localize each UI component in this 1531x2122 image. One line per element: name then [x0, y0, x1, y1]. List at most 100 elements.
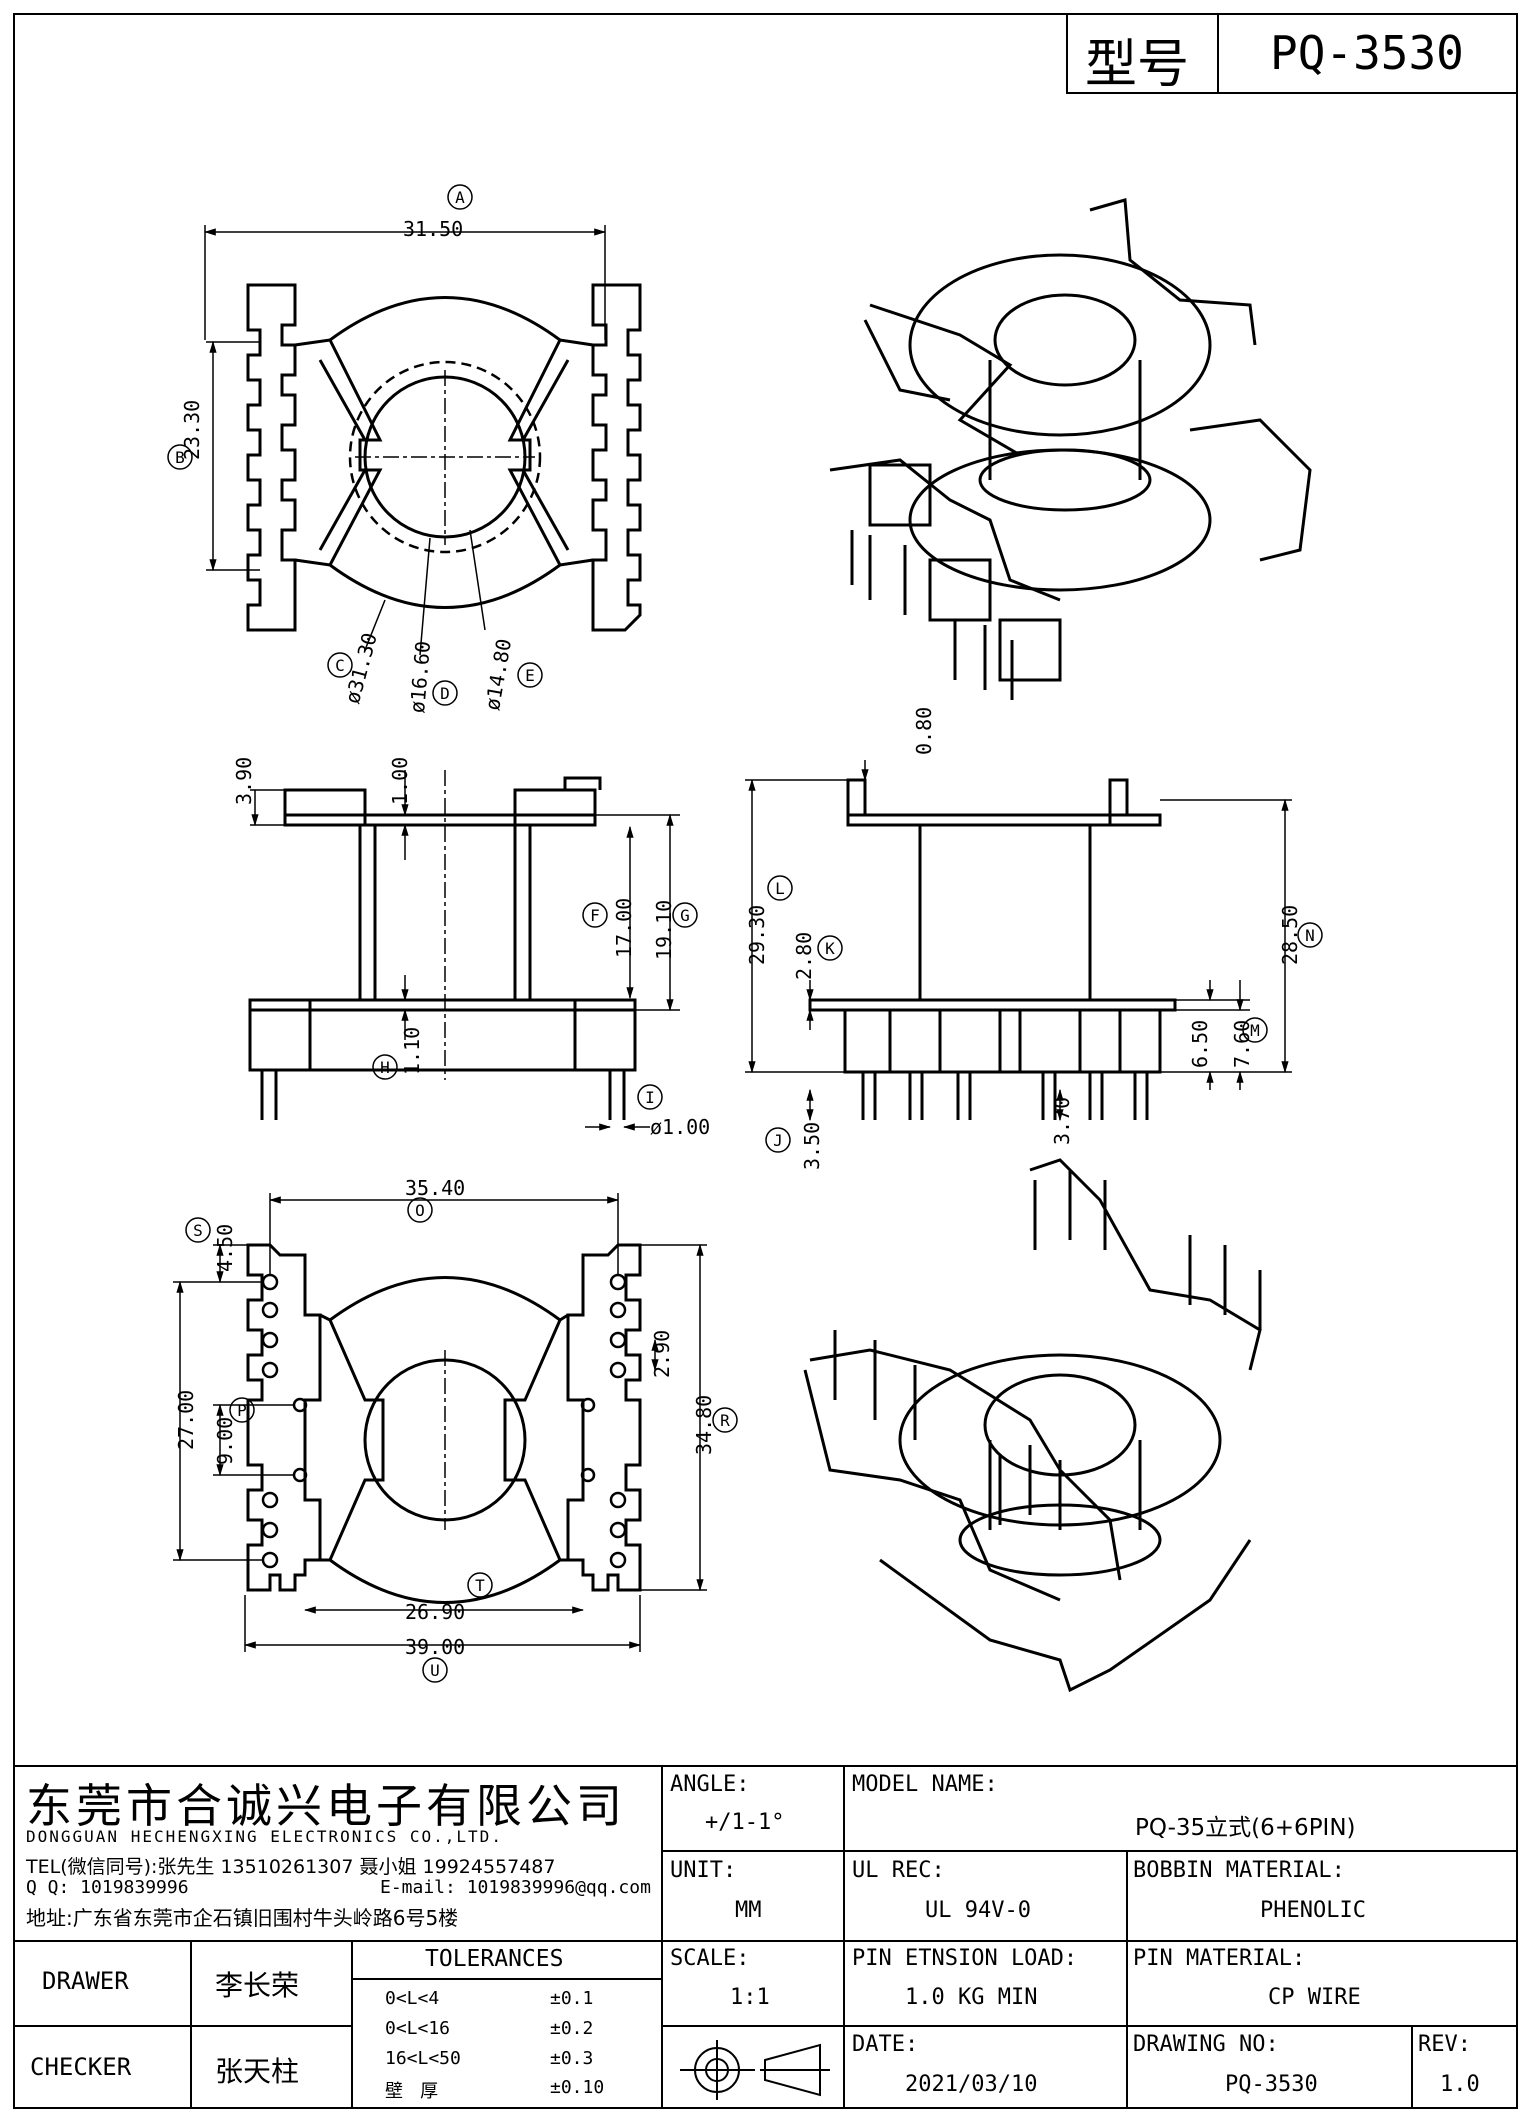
dim-letter-O: O — [415, 1201, 425, 1220]
bottom-view-dims — [173, 1193, 707, 1652]
dim-100-value: 1.00 — [388, 756, 412, 805]
dim-letter-circle-B — [167, 444, 193, 470]
dim-N-value: 28.50 — [1278, 904, 1302, 965]
company-name-en: DONGGUAN HECHENGXING ELECTRONICS CO.,LTD… — [26, 1827, 503, 1846]
dim-letter-circle-E — [517, 662, 543, 688]
front-view-dims — [745, 760, 1292, 1122]
company-qq: Q Q: 1019839996 — [26, 1877, 189, 1898]
dim-K-value: 2.80 — [792, 931, 816, 980]
date-label: DATE: — [852, 2032, 919, 2057]
unit-label: UNIT: — [670, 1858, 737, 1883]
angle-label: ANGLE: — [670, 1772, 750, 1797]
dim-letter-J: J — [773, 1131, 783, 1150]
dim-U-value: 39.00 — [405, 1635, 466, 1659]
model-header-box — [1066, 13, 1518, 94]
dim-370-value: 3.70 — [1050, 1096, 1074, 1145]
angle-value: +/1-1° — [705, 1810, 785, 1835]
pin-load-label: PIN ETNSION LOAD: — [852, 1946, 1078, 1971]
tolerance-range-2: 0<L<16 — [385, 2018, 451, 2039]
dim-letter-circle-P — [229, 1397, 255, 1423]
dim-letter-circle-O — [407, 1197, 433, 1223]
date-value: 2021/03/10 — [905, 2072, 1038, 2097]
dim-letter-D: D — [440, 684, 450, 703]
bobbin-material-value: PHENOLIC — [1260, 1898, 1366, 1923]
dim-letter-N: N — [1305, 926, 1315, 945]
dim-080-value: 0.80 — [912, 706, 936, 755]
dim-letter-B: B — [175, 448, 185, 467]
dim-290-value: 2.90 — [650, 1329, 674, 1378]
tolerance-value-1: ±0.1 — [550, 1988, 594, 2009]
dim-L-value: 29.30 — [745, 904, 769, 965]
tolerance-value-2: ±0.2 — [550, 2018, 594, 2039]
company-email: E-mail: 1019839996@qq.com — [380, 1877, 651, 1898]
dim-A-value: 31.50 — [403, 217, 464, 241]
dim-letter-circle-A — [447, 184, 473, 210]
pin-material-value: CP WIRE — [1268, 1985, 1361, 2010]
dim-letter-U: U — [430, 1661, 440, 1680]
dim-letter-circle-M — [1242, 1017, 1268, 1043]
drawing-no-label: DRAWING NO: — [1133, 2032, 1279, 2057]
tolerance-value-3: ±0.3 — [550, 2048, 594, 2069]
dim-letter-T: T — [475, 1576, 485, 1595]
dim-letter-I: I — [645, 1088, 655, 1107]
drawing-frame — [13, 13, 1518, 2109]
projection-symbol — [680, 2040, 830, 2100]
pin-material-label: PIN MATERIAL: — [1133, 1946, 1306, 1971]
dim-letter-F: F — [590, 906, 600, 925]
dim-R-value: 34.80 — [692, 1394, 716, 1455]
drawing-no-value: PQ-3530 — [1225, 2072, 1318, 2097]
ul-rec-value: UL 94V-0 — [925, 1898, 1031, 1923]
scale-value: 1:1 — [730, 1985, 770, 2010]
tolerance-range-1: 0<L<4 — [385, 1988, 440, 2009]
dim-letter-E: E — [525, 666, 535, 685]
dim-letter-A: A — [455, 188, 465, 207]
dim-letter-circle-F — [582, 902, 608, 928]
dim-letter-circle-H — [372, 1054, 398, 1080]
model-header-label: 型号 — [1085, 35, 1190, 95]
dim-T-value: 26.90 — [405, 1600, 466, 1624]
side-view — [248, 776, 637, 1120]
dim-H-value: 1.10 — [400, 1026, 424, 1075]
model-name-value: PQ-35立式(6+6PIN) — [1135, 1815, 1356, 1841]
dim-letter-circle-N — [1297, 922, 1323, 948]
dim-letter-S: S — [193, 1221, 203, 1240]
dim-letter-circle-C — [327, 652, 353, 678]
iso-view-bottom — [803, 1158, 1262, 1693]
dim-J-value: 3.50 — [800, 1121, 824, 1170]
dim-letter-circle-T — [467, 1572, 493, 1598]
dim-M-value: 7.60 — [1230, 1019, 1254, 1068]
drawer-label: DRAWER — [42, 1967, 129, 1995]
dim-letter-R: R — [720, 1411, 730, 1430]
dim-390-value: 3.90 — [232, 756, 256, 805]
dim-letter-circle-K — [817, 935, 843, 961]
dim-letter-C: C — [335, 656, 345, 675]
front-view — [808, 778, 1177, 1120]
model-header-value: PQ-3530 — [1270, 26, 1464, 80]
company-name-cn: 东莞市合诚兴电子有限公司 — [26, 1779, 626, 1833]
dim-letter-circle-J — [765, 1127, 791, 1153]
dim-650-value: 6.50 — [1188, 1019, 1212, 1068]
rev-value: 1.0 — [1440, 2072, 1480, 2097]
top-view-dims — [203, 225, 607, 656]
dim-letter-P: P — [237, 1401, 247, 1420]
tolerance-value-4: ±0.10 — [550, 2077, 605, 2098]
dim-letter-circle-L — [767, 875, 793, 901]
checker-label: CHECKER — [30, 2053, 132, 2081]
drawer-value: 李长荣 — [215, 1969, 300, 2002]
bobbin-material-label: BOBBIN MATERIAL: — [1133, 1858, 1345, 1883]
bottom-view — [246, 1243, 642, 1604]
tolerance-range-4: 壁 厚 — [385, 2081, 439, 2102]
dim-P-value: 9.00 — [213, 1416, 237, 1465]
dim-I-value: ø1.00 — [650, 1115, 711, 1139]
iso-view-top — [829, 198, 1312, 700]
dim-letter-H: H — [380, 1058, 390, 1077]
ul-rec-label: UL REC: — [852, 1858, 945, 1883]
dim-letter-circle-G — [672, 902, 698, 928]
dim-S-value: 4.50 — [213, 1223, 237, 1272]
dim-O-value: 35.40 — [405, 1176, 466, 1200]
dim-letter-circle-R — [712, 1407, 738, 1433]
dim-letter-circle-D — [432, 680, 458, 706]
tolerances-title: TOLERANCES — [425, 1946, 564, 1972]
dim-2700-value: 27.00 — [174, 1389, 198, 1450]
